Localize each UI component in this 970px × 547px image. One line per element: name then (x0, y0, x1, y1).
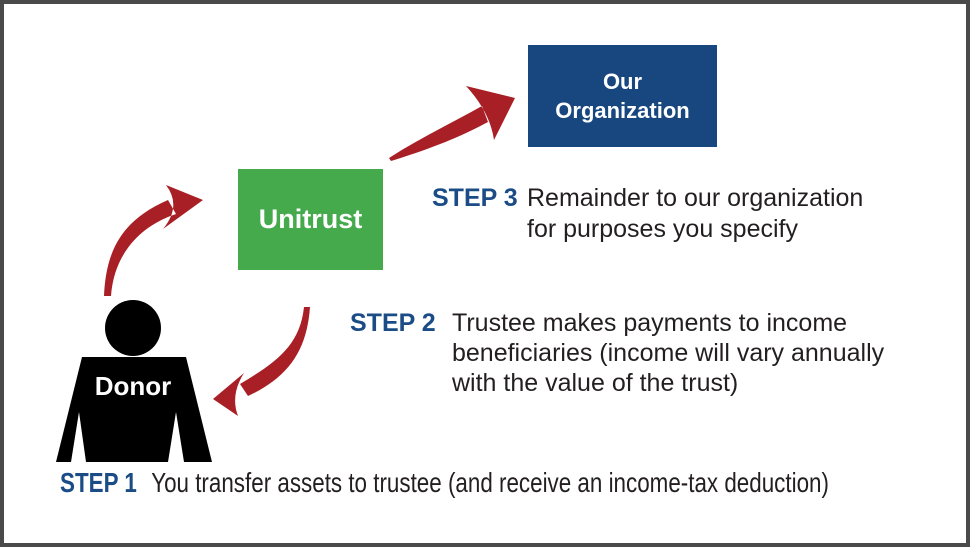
organization-label-line1: Our (602, 69, 643, 94)
unitrust-label: Unitrust (258, 204, 363, 234)
step3-text-line2: for purposes you specify (527, 215, 798, 243)
step2-text-line3: with the value of the trust) (452, 369, 739, 397)
arrow-unitrust-to-organization-icon (389, 86, 515, 161)
step3-label: STEP 3 (432, 184, 518, 212)
step3-text-line1: Remainder to our organization (527, 184, 864, 212)
step1-text: You transfer assets to trustee (and rece… (151, 467, 829, 498)
curved-arrow-unitrust-to-donor-icon (213, 307, 310, 416)
curved-arrow-donor-to-unitrust-icon (104, 185, 203, 296)
step2-text: Trustee makes payments to income benefic… (452, 308, 884, 398)
step1-label: STEP 1 (60, 467, 137, 498)
unitrust-box: Unitrust (238, 169, 383, 270)
donor-label: Donor (94, 371, 172, 401)
organization-box: Our Organization (528, 45, 717, 147)
step2-text-line1: Trustee makes payments to income (452, 309, 848, 337)
person-icon (56, 300, 212, 462)
step3-text: Remainder to our organization for purpos… (527, 183, 863, 245)
organization-label-line2: Organization (555, 98, 690, 123)
step2-label: STEP 2 (350, 309, 436, 337)
step1-row: STEP 1 You transfer assets to trustee (an… (60, 467, 829, 499)
step2-text-line2: beneficiaries (income will vary annually (452, 339, 885, 367)
